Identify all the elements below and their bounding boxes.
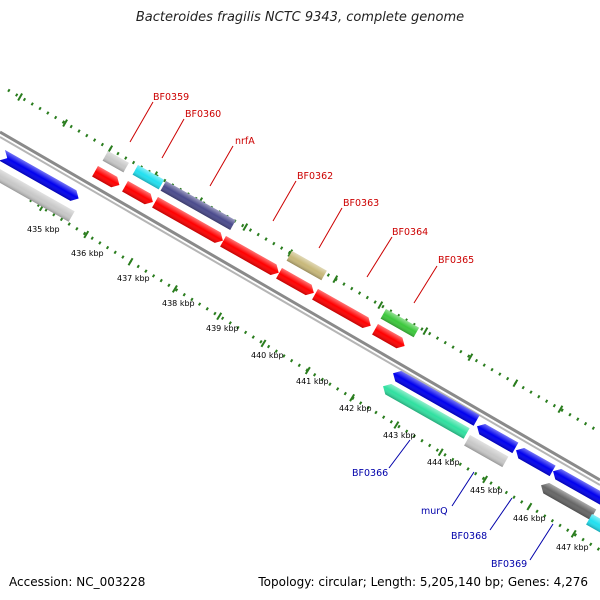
gene-label-bf0359[interactable]: BF0359 (153, 92, 189, 103)
ruler-tick (260, 339, 267, 348)
ruler-tick (422, 327, 429, 336)
ruler-tick (512, 379, 519, 388)
ruler-tick (570, 529, 577, 538)
ruler-tick (171, 284, 178, 293)
backbone-line-bottom (0, 136, 600, 486)
ruler-tick (304, 366, 311, 375)
gene-label-bf0365[interactable]: BF0365 (438, 255, 474, 266)
ruler-tick (393, 421, 400, 429)
ruler-tick (62, 119, 68, 128)
kbp-label: 442 kbp (339, 404, 372, 413)
reverse-gene-labels: BF0366 murQ BF0368 BF0369 (352, 468, 527, 570)
ruler-tick (17, 93, 23, 101)
feature-blue-r2[interactable] (474, 421, 519, 454)
kbp-label: 436 kbp (71, 249, 104, 258)
ruler-tick (526, 502, 533, 511)
gene-label-bf0369[interactable]: BF0369 (491, 559, 527, 570)
feature-cyan-r1[interactable] (586, 514, 600, 540)
kbp-label: 446 kbp (513, 514, 546, 523)
accession-text: Accession: NC_003228 (9, 575, 146, 589)
gene-label-bf0368[interactable]: BF0368 (451, 531, 487, 542)
backbone-line-top (0, 130, 600, 482)
feature-fwd-2[interactable] (122, 181, 156, 207)
feature-olive-1[interactable] (286, 251, 327, 281)
inner-ruler-line (29, 198, 600, 552)
map-title: Bacteroides fragilis NCTC 9343, complete… (135, 10, 465, 25)
feature-fwd-4[interactable] (220, 236, 282, 278)
feature-silver-1[interactable] (102, 151, 129, 173)
kbp-label: 438 kbp (162, 299, 195, 308)
ruler-tick (557, 405, 564, 414)
feature-silver-left[interactable] (0, 168, 75, 222)
forward-leaders (129, 101, 438, 304)
feature-fwd-3[interactable] (152, 197, 226, 246)
kbp-label: 443 kbp (383, 431, 416, 440)
feature-fwd-1[interactable] (92, 166, 122, 190)
kbp-label: 445 kbp (470, 486, 503, 495)
feature-fwd-7[interactable] (372, 324, 408, 351)
feature-navy-1[interactable] (160, 181, 236, 230)
feature-gray-r1[interactable] (538, 480, 597, 520)
feature-blue-r3[interactable] (513, 445, 556, 477)
feature-silver-r1[interactable] (464, 435, 509, 468)
feature-fwd-5[interactable] (276, 268, 317, 298)
ruler-tick (242, 223, 249, 232)
kbp-label: 441 kbp (296, 377, 329, 386)
feature-blue-left[interactable] (0, 150, 82, 204)
gene-label-bf0360[interactable]: BF0360 (185, 109, 221, 120)
kbp-label: 437 kbp (117, 274, 150, 283)
feature-mint-r1[interactable] (380, 381, 470, 439)
feature-cyan-1[interactable] (132, 165, 165, 190)
feature-fwd-6[interactable] (312, 289, 374, 331)
feature-blue-r4[interactable] (550, 466, 600, 506)
gene-label-bf0363[interactable]: BF0363 (343, 198, 379, 209)
kbp-label: 440 kbp (251, 351, 284, 360)
ruler-tick (287, 249, 294, 258)
ruler-tick (349, 393, 356, 402)
ruler-tick (107, 145, 114, 154)
reverse-leaders (388, 439, 554, 561)
ruler-tick (482, 475, 489, 484)
kbp-label: 444 kbp (427, 458, 460, 467)
gene-label-nrfa[interactable]: nrfA (235, 136, 255, 147)
gene-label-bf0366[interactable]: BF0366 (352, 468, 388, 479)
kbp-label: 439 kbp (206, 324, 239, 333)
kbp-label: 435 kbp (27, 225, 60, 234)
topology-stats-text: Topology: circular; Length: 5,205,140 bp… (258, 575, 588, 589)
ruler-tick (83, 230, 90, 239)
inner-ruler-major-ticks (38, 203, 577, 538)
ruler-tick (127, 257, 134, 266)
feature-green-1[interactable] (380, 309, 420, 338)
ruler-tick (216, 312, 223, 321)
feature-blue-r1[interactable] (390, 368, 480, 426)
gene-label-bf0362[interactable]: BF0362 (297, 171, 333, 182)
kbp-label: 447 kbp (556, 543, 589, 552)
kbp-scale-labels: 435 kbp 436 kbp 437 kbp 438 kbp 439 kbp … (27, 225, 589, 552)
ruler-tick (467, 353, 474, 362)
gene-features (0, 150, 600, 540)
ruler-tick (377, 301, 384, 310)
forward-gene-labels: BF0359 BF0360 nrfA BF0362 BF0363 BF0364 … (153, 92, 474, 266)
ruler-tick (332, 275, 339, 284)
ruler-tick (437, 448, 444, 457)
gene-label-murq[interactable]: murQ (421, 506, 448, 517)
gene-label-bf0364[interactable]: BF0364 (392, 227, 428, 238)
